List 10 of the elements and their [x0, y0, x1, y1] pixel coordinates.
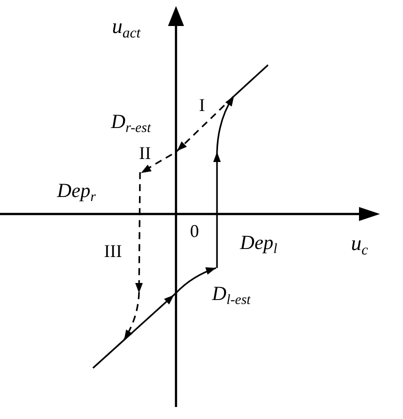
axis-label: u$_{act}$: [112, 16, 140, 37]
point-label: D$_{l-est}$: [212, 284, 251, 304]
axis-label: u$_{c}$: [351, 233, 368, 254]
region-numeral: III: [104, 242, 122, 260]
region-numeral: I: [199, 96, 205, 114]
point-label: Dep$_{r}$: [57, 181, 96, 201]
origin-label: 0: [190, 222, 199, 240]
point-label: D$_{r-est}$: [111, 112, 151, 132]
region-numeral: II: [139, 144, 151, 162]
point-label: Dep$_{l}$: [240, 233, 278, 253]
